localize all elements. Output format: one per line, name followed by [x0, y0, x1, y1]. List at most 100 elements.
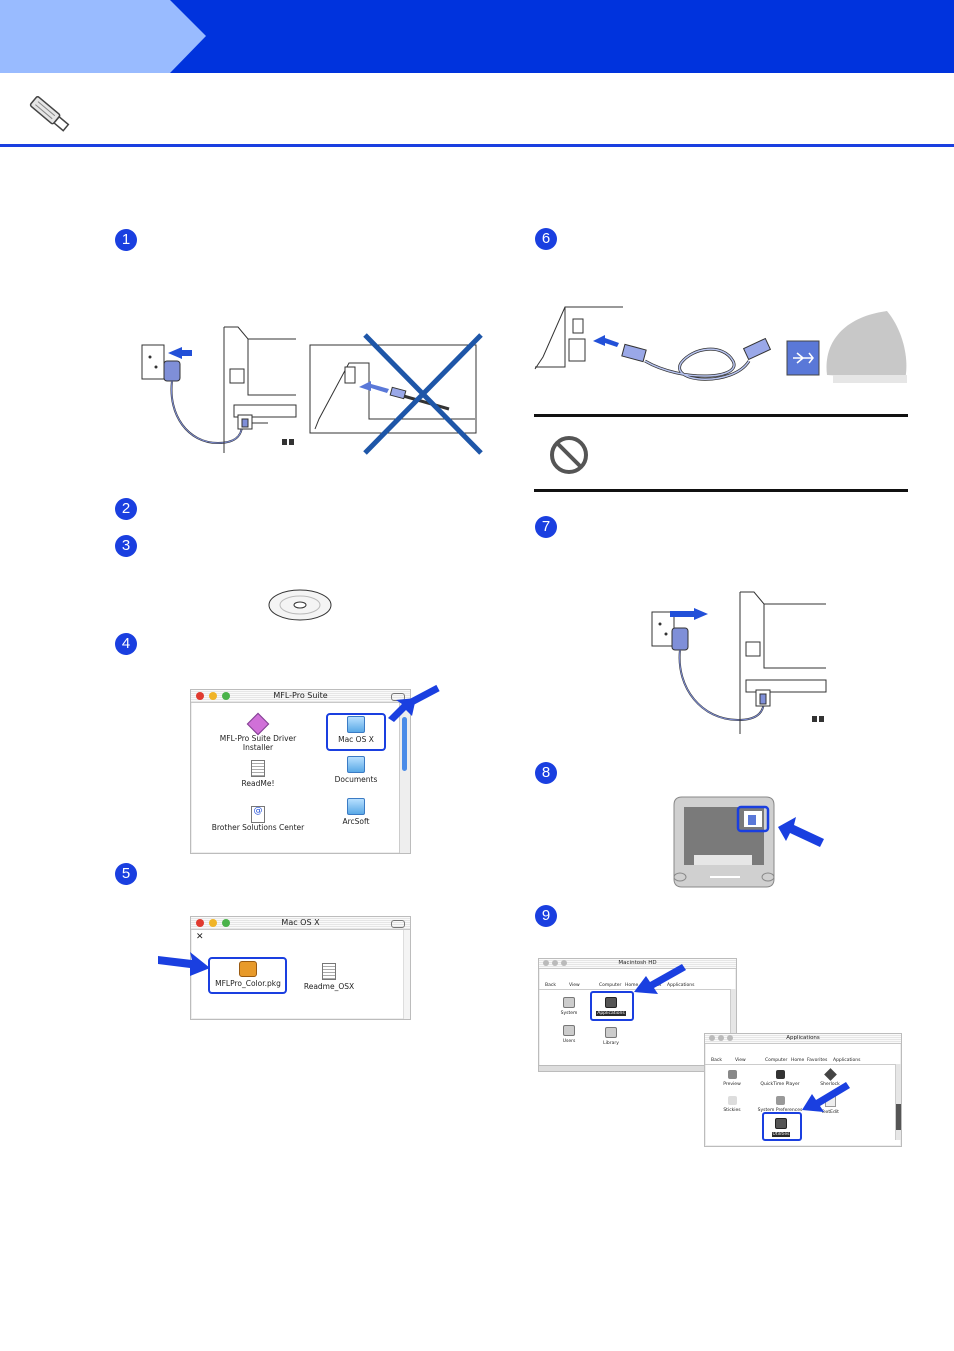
close-icon[interactable]	[196, 919, 204, 927]
item-label: MFLPro_Color.pkg	[215, 979, 281, 988]
mflpro-color-pkg[interactable]: MFLPro_Color.pkg	[213, 961, 283, 988]
vertical-scrollbar[interactable]	[895, 1064, 901, 1140]
close-icon[interactable]	[543, 960, 549, 966]
vertical-scrollbar[interactable]	[399, 703, 410, 853]
minimize-icon[interactable]	[718, 1035, 724, 1041]
close-icon[interactable]	[196, 692, 204, 700]
item-label: Utilities	[771, 1132, 791, 1137]
system-preferences-app[interactable]: System Preferences	[755, 1096, 805, 1114]
horizontal-scrollbar[interactable]	[539, 1065, 736, 1071]
pointer-arrow	[388, 684, 440, 722]
mfl-pro-suite-window[interactable]: MFL-Pro Suite MFL-Pro Suite Driver Insta…	[190, 689, 411, 854]
toolbar-home[interactable]: Home	[791, 1058, 805, 1063]
item-label: Readme_OSX	[303, 982, 355, 991]
pointer-arrow	[158, 952, 210, 976]
toolbar-back[interactable]: Back	[545, 983, 556, 988]
minimize-icon[interactable]	[209, 919, 217, 927]
library-folder[interactable]: Library	[597, 1027, 625, 1047]
readme-osx-item[interactable]: Readme_OSX	[301, 963, 357, 991]
item-label: Stickies	[723, 1108, 741, 1113]
scrollbar-thumb[interactable]	[402, 717, 407, 771]
item-label: TextEdit	[821, 1110, 839, 1115]
zoom-icon[interactable]	[222, 692, 230, 700]
close-icon[interactable]	[709, 1035, 715, 1041]
prohibited-icon	[550, 436, 588, 474]
preferences-icon	[775, 1096, 785, 1105]
connect-usb-illustration	[534, 306, 907, 383]
scrollbar-thumb[interactable]	[896, 1104, 901, 1130]
macintosh-hd-window[interactable]: Macintosh HD Back View Computer Home Fav…	[538, 958, 737, 1072]
window-titlebar[interactable]: Macintosh HD	[539, 959, 736, 969]
folder-icon	[605, 997, 617, 1008]
item-label: QuickTime Player	[760, 1082, 800, 1087]
applications-window[interactable]: Applications Back View Computer Home Fav…	[704, 1033, 902, 1147]
web-link-icon: @	[251, 806, 265, 823]
document-icon	[322, 963, 336, 980]
pointer-arrow	[634, 964, 686, 994]
plug-power-illustration	[651, 591, 827, 734]
mac-os-x-window[interactable]: Mac OS X ✕ MFLPro_Color.pkg Readme_OSX	[190, 916, 411, 1020]
folder-icon	[563, 1025, 575, 1036]
sherlock-app[interactable]: Sherlock	[815, 1068, 845, 1088]
mac-os-x-folder[interactable]: Mac OS X	[331, 716, 381, 744]
toolbar-toggle-icon[interactable]	[391, 920, 405, 928]
users-folder[interactable]: Users	[555, 1025, 583, 1045]
folder-icon	[347, 798, 365, 815]
zoom-icon[interactable]	[727, 1035, 733, 1041]
zoom-icon[interactable]	[222, 919, 230, 927]
toolbar-view[interactable]: View	[735, 1058, 746, 1063]
arcsoft-folder[interactable]: ArcSoft	[329, 798, 383, 826]
toolbar-back[interactable]: Back	[711, 1058, 722, 1063]
header-rule	[0, 144, 954, 147]
zoom-icon[interactable]	[561, 960, 567, 966]
step-number-2: 2	[115, 498, 137, 520]
item-label: ReadMe!	[241, 779, 275, 788]
applications-folder[interactable]: Applications	[593, 997, 629, 1017]
documents-folder[interactable]: Documents	[329, 756, 383, 784]
vertical-scrollbar[interactable]	[403, 930, 410, 1019]
preview-app[interactable]: Preview	[717, 1070, 747, 1088]
quicktime-icon	[775, 1070, 785, 1079]
item-label: Users	[562, 1039, 576, 1044]
toolbar-home[interactable]: Home	[625, 983, 639, 988]
system-folder[interactable]: System	[555, 997, 583, 1017]
quicktime-app[interactable]: QuickTime Player	[757, 1070, 803, 1088]
toolbar-applications[interactable]: Applications	[667, 983, 695, 988]
stickies-icon	[727, 1096, 737, 1105]
sherlock-icon	[823, 1068, 837, 1081]
readme-item[interactable]: ReadMe!	[231, 760, 285, 788]
minimize-icon[interactable]	[552, 960, 558, 966]
highlight-mac-os-x	[326, 713, 386, 751]
window-titlebar[interactable]: Mac OS X	[191, 917, 410, 930]
stickies-app[interactable]: Stickies	[717, 1096, 747, 1114]
utilities-folder[interactable]: Utilities	[765, 1118, 797, 1138]
folder-icon	[775, 1118, 787, 1129]
item-label: Library	[603, 1041, 619, 1046]
toolbar-computer[interactable]: Computer	[765, 1058, 788, 1063]
preview-icon	[727, 1070, 737, 1079]
step-number-1: 1	[115, 229, 137, 251]
item-label: Preview	[723, 1082, 741, 1087]
window-titlebar[interactable]: Applications	[705, 1034, 901, 1044]
folder-icon	[563, 997, 575, 1008]
item-label: Mac OS X	[338, 735, 374, 744]
step-number-6: 6	[535, 228, 557, 250]
toolbar-favorites[interactable]: Favorites	[807, 1058, 828, 1063]
brother-solutions-item[interactable]: @ Brother Solutions Center	[209, 806, 307, 832]
vertical-scrollbar[interactable]	[730, 989, 736, 1049]
item-label: MFL-Pro Suite Driver Installer	[219, 734, 297, 752]
folder-icon	[347, 756, 365, 773]
minimize-icon[interactable]	[209, 692, 217, 700]
window-titlebar[interactable]: MFL-Pro Suite	[191, 690, 410, 703]
driver-installer-item[interactable]: MFL-Pro Suite Driver Installer	[213, 712, 303, 752]
window-title: Macintosh HD	[618, 960, 657, 966]
step-number-7: 7	[535, 516, 557, 538]
note-rule-top	[534, 414, 908, 417]
item-label: Documents	[334, 775, 378, 784]
toolbar-view[interactable]: View	[569, 983, 580, 988]
toolbar-applications[interactable]: Applications	[833, 1058, 861, 1063]
item-label: Sherlock	[820, 1082, 840, 1087]
toolbar-computer[interactable]: Computer	[599, 983, 622, 988]
folder-icon	[605, 1027, 617, 1038]
item-label: ArcSoft	[342, 817, 370, 826]
